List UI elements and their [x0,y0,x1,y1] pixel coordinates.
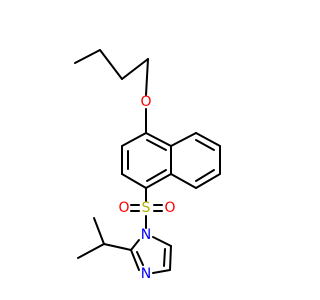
bond-naph-c5-c6-inner [195,139,215,151]
bond-ch-me1 [93,217,105,245]
naphthalene-right-ring [170,132,221,189]
bond-naph-c4a-c4-inner [146,139,167,151]
molecule-canvas: O S O O N N [74,49,221,282]
bond-naph-c5-c6 [195,132,221,147]
bond-c1-c2 [74,49,101,64]
bond-c2-n3 [130,249,140,271]
bond-naph-c4a-c5 [170,132,197,147]
bond-c4-o [145,58,149,96]
atom-nitrogen-n1: N [141,227,151,243]
atom-oxygen-ether: O [140,94,151,110]
bond-c3-c4 [121,58,149,80]
bond-naph-c4-c3 [121,132,147,147]
bond-naph-c7-c8 [195,173,221,189]
bond-c4-c5-inner [163,248,166,267]
isopropyl-group [77,217,132,259]
atom-nitrogen-n3: N [141,266,151,282]
bond-naph-c7-c8-inner [195,169,215,182]
naphthalene-left-ring [121,132,172,189]
imidazole-ring [130,236,172,274]
bond-ch-me2 [77,243,105,259]
bond-naph-c4a-c4 [145,132,172,147]
bond-naph-c2-c1 [121,173,147,189]
bond-naph-c1-c8a [145,173,172,189]
bond-n1-c2 [130,239,140,251]
butyl-chain [74,49,149,96]
atom-sulfur: S [142,200,151,216]
bond-c2-n3-inner [136,251,144,266]
chemical-structure: O S O O N N [74,49,221,282]
bond-c2-ch [103,243,132,251]
bond-n3-c4 [152,269,171,274]
bond-naph-c1-c8a-inner [146,169,167,182]
sulfonyl-bonds [130,204,163,212]
atom-oxygen-sulfonyl-left: O [118,200,129,216]
bond-naph-c8-c8a [170,173,197,189]
bond-c2-c3 [99,49,123,80]
atom-oxygen-sulfonyl-right: O [164,200,175,216]
bond-c5-n1 [152,236,172,247]
bond-c4-c5 [169,245,172,271]
